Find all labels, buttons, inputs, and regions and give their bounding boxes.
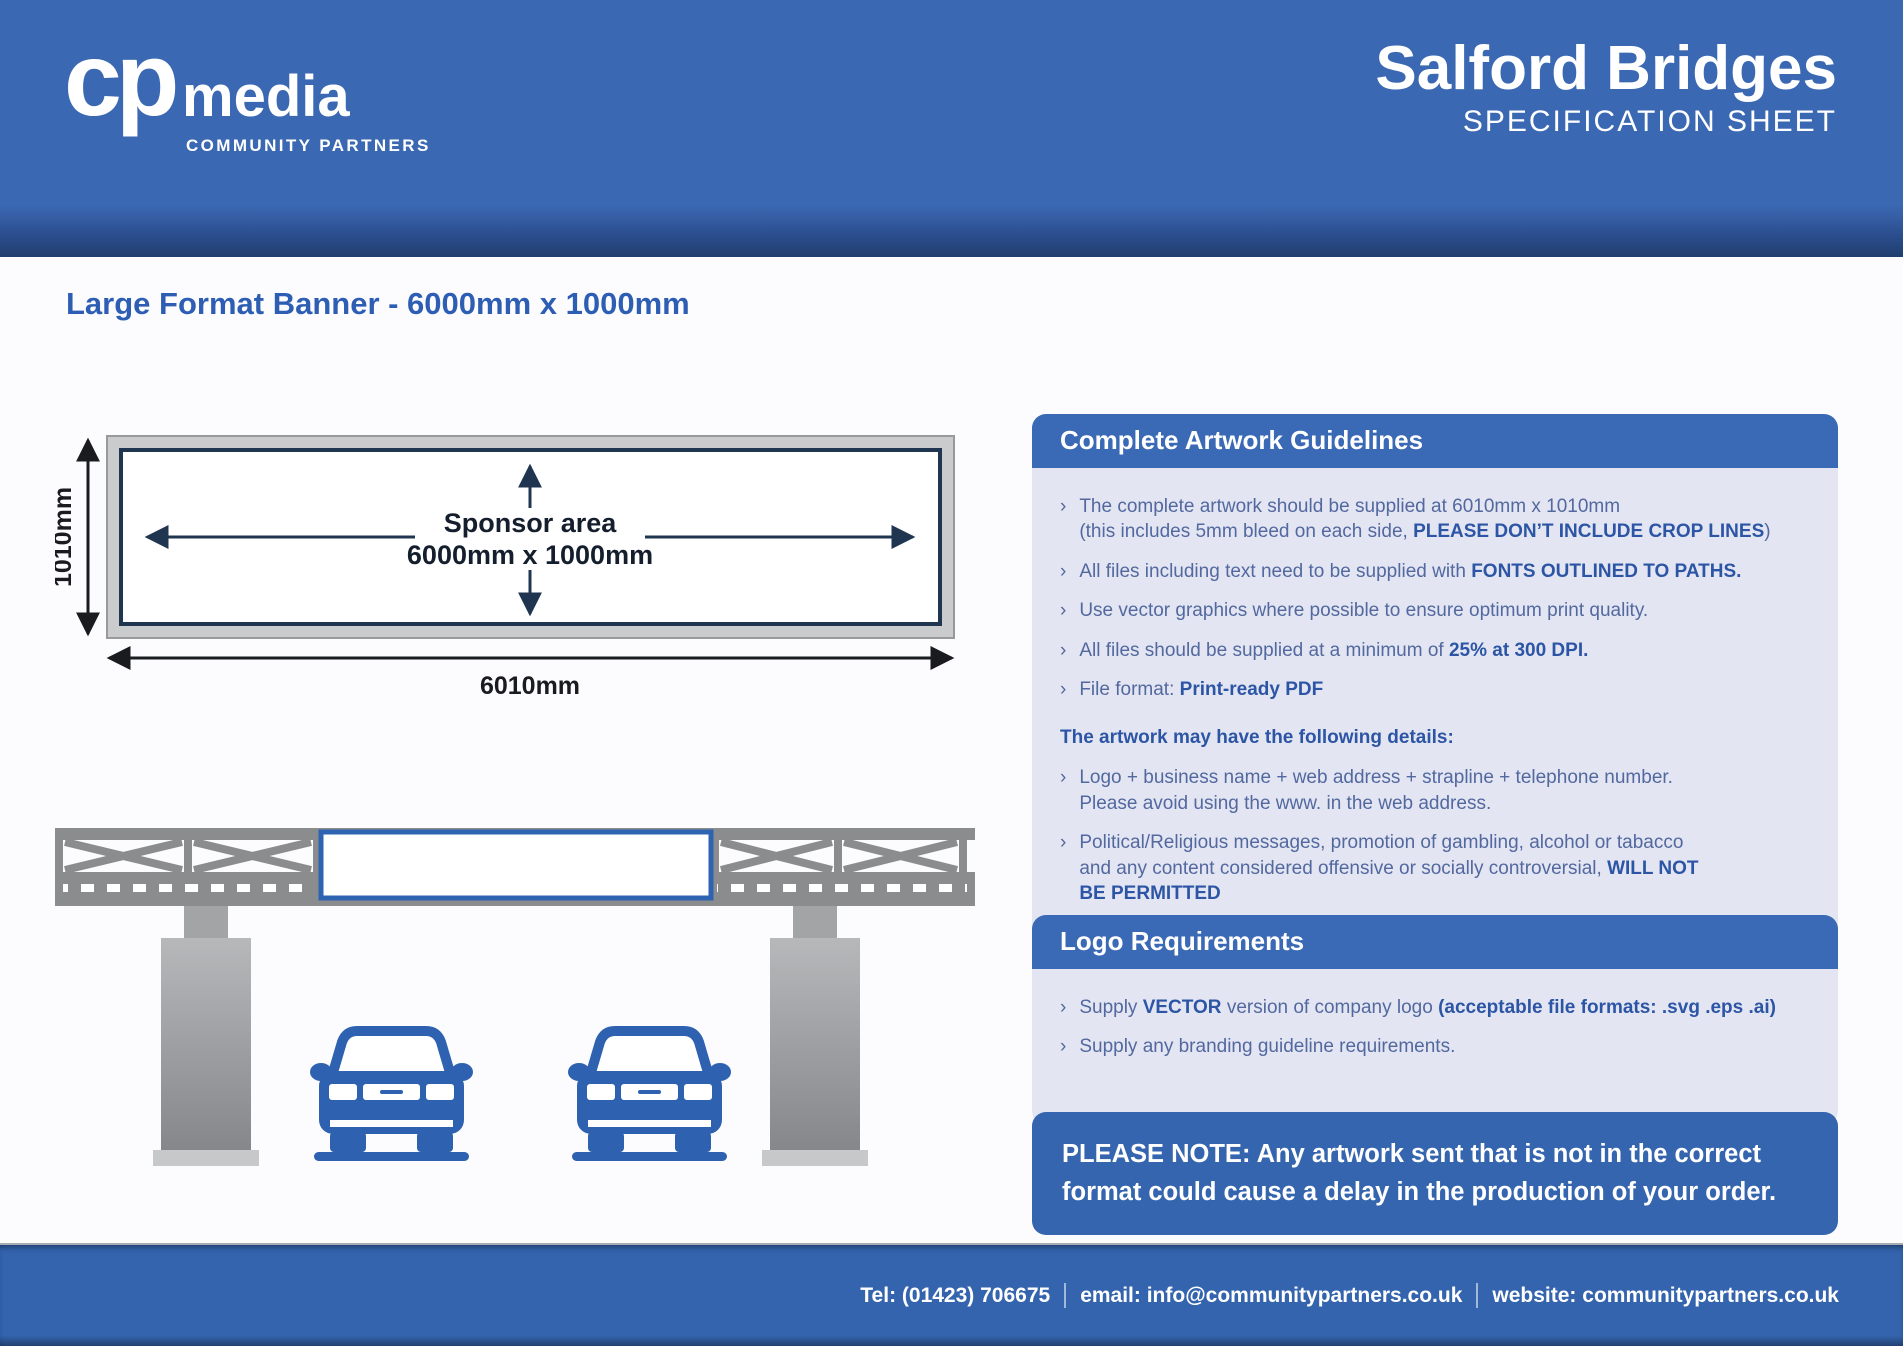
bullet-text: The complete artwork should be supplied … xyxy=(1079,496,1771,543)
bullet-text: Supply VECTOR version of company logo (a… xyxy=(1079,997,1776,1018)
logo-tagline: COMMUNITY PARTNERS xyxy=(186,136,431,155)
logo-cp-mark: cp xyxy=(64,22,179,138)
bullet-item: › Logo + business name + web address + st… xyxy=(1060,765,1810,816)
height-dimension-label: 1010mm xyxy=(55,487,77,587)
banner-dimension-diagram: Sponsor area 6000mm x 1000mm 1010mm 6010… xyxy=(55,435,955,700)
car-icon xyxy=(568,1031,731,1161)
document-subtitle: SPECIFICATION SHEET xyxy=(1462,105,1837,139)
bullet-text: File format: Print-ready PDF xyxy=(1079,679,1324,701)
bullet-item: › All files should be supplied at a minim… xyxy=(1060,638,1810,663)
bullet-item: › Supply any branding guideline requireme… xyxy=(1060,1034,1810,1059)
chevron-bullet-icon: › xyxy=(1060,1036,1067,1058)
bridge-cross-braces xyxy=(64,838,958,874)
bridge-illustration xyxy=(55,828,975,1166)
logo-requirements-panel: Logo Requirements › Supply VECTOR version… xyxy=(1032,915,1838,1125)
bullet-item: › Supply VECTOR version of company logo (… xyxy=(1060,995,1810,1020)
sponsor-area-label: Sponsor area xyxy=(444,508,618,538)
width-dimension-label: 6010mm xyxy=(480,672,580,700)
bullet-item: › The complete artwork should be supplied… xyxy=(1060,494,1810,545)
bullet-text: Use vector graphics where possible to en… xyxy=(1079,600,1649,622)
bullet-item: › All files including text need to be sup… xyxy=(1060,559,1810,584)
bridge-banner-placement xyxy=(318,829,714,901)
road-deck-dashes xyxy=(63,884,315,892)
chevron-bullet-icon: › xyxy=(1060,767,1067,789)
panel-title: Logo Requirements xyxy=(1032,915,1838,969)
page-heading: Large Format Banner - 6000mm x 1000mm xyxy=(66,286,690,321)
header-band: cp media COMMUNITY PARTNERS Salford Brid… xyxy=(0,0,1903,257)
please-note-box: PLEASE NOTE: Any artwork sent that is no… xyxy=(1032,1112,1838,1235)
panel-body: › Supply VECTOR version of company logo (… xyxy=(1032,969,1838,1125)
bullet-item: › Political/Religious messages, promotion… xyxy=(1060,830,1810,906)
section-heading: The artwork may have the following detai… xyxy=(1060,726,1454,748)
document-title: Salford Bridges xyxy=(1375,34,1837,103)
logo-media-text: media xyxy=(182,64,350,129)
road-deck-dashes xyxy=(717,884,967,892)
bullet-text: All files including text need to be supp… xyxy=(1079,560,1742,582)
chevron-bullet-icon: › xyxy=(1060,560,1067,582)
bullet-text: All files should be supplied at a minimu… xyxy=(1079,639,1589,661)
bullet-item: › File format: Print-ready PDF xyxy=(1060,677,1810,702)
artwork-guidelines-panel: Complete Artwork Guidelines › The complet… xyxy=(1032,414,1838,939)
bullet-text: Supply any branding guideline requiremen… xyxy=(1079,1036,1456,1058)
chevron-bullet-icon: › xyxy=(1060,496,1067,517)
sponsor-area-size-label: 6000mm x 1000mm xyxy=(407,540,653,570)
footer-separator xyxy=(1064,1283,1067,1308)
chevron-bullet-icon: › xyxy=(1060,639,1067,661)
footer-separator xyxy=(1476,1283,1479,1308)
footer-contact: Tel: (01423) 706675 email: info@communit… xyxy=(860,1283,1839,1308)
panel-body: › The complete artwork should be supplied… xyxy=(1032,468,1838,939)
title-block: Salford Bridges SPECIFICATION SHEET xyxy=(1375,36,1837,139)
bullet-text: Logo + business name + web address + str… xyxy=(1079,767,1673,814)
footer-tel: Tel: (01423) 706675 xyxy=(860,1283,1051,1307)
bridge-pillar-right xyxy=(762,906,868,1166)
car-icon xyxy=(310,1031,473,1161)
bridge-pillar-left xyxy=(153,906,259,1166)
chevron-bullet-icon: › xyxy=(1060,600,1067,622)
footer-email: email: info@communitypartners.co.uk xyxy=(1080,1283,1463,1307)
footer-band: Tel: (01423) 706675 email: info@communit… xyxy=(0,1243,1903,1346)
bullet-text: Political/Religious messages, promotion … xyxy=(1079,832,1699,904)
chevron-bullet-icon: › xyxy=(1060,832,1067,854)
footer-website: website: communitypartners.co.uk xyxy=(1492,1283,1839,1307)
chevron-bullet-icon: › xyxy=(1060,997,1067,1018)
panel-title: Complete Artwork Guidelines xyxy=(1032,414,1838,468)
chevron-bullet-icon: › xyxy=(1060,679,1067,701)
bullet-item: › Use vector graphics where possible to e… xyxy=(1060,598,1810,623)
